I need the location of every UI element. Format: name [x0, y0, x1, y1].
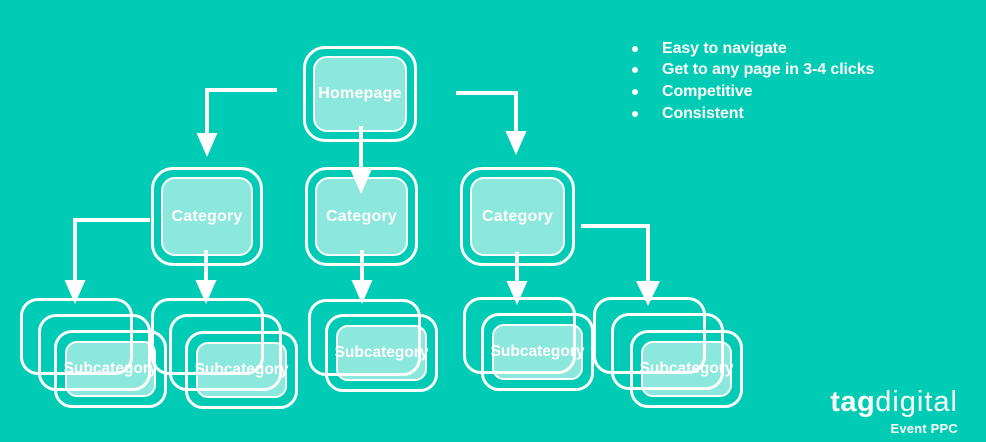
arrow-homepage-to-category-left: [205, 88, 277, 135]
node-category-middle: Category: [305, 167, 418, 266]
arrowhead-icon: [196, 133, 218, 157]
list-item: Consistent: [632, 103, 874, 125]
stack4-label: Subcategory: [491, 324, 584, 380]
brand-logo: tagdigital Event PPC: [830, 388, 958, 436]
list-item-text: Get to any page in 3-4 clicks: [662, 61, 875, 79]
bullet-dot-icon: [632, 110, 638, 117]
bullet-dot-icon: [632, 88, 638, 95]
arrowhead-icon: [505, 131, 527, 155]
stack4-card-front: Subcategory: [481, 313, 594, 391]
brand-logo-wordmark: tagdigital: [830, 388, 958, 417]
node-category-left-label: Category: [161, 177, 253, 256]
stack5-card-front: Subcategory: [630, 330, 743, 408]
node-homepage-label: Homepage: [313, 56, 407, 132]
logo-subtitle: Event PPC: [890, 421, 958, 436]
stack1-label: Subcategory: [64, 341, 157, 397]
node-homepage: Homepage: [303, 46, 417, 142]
list-item-text: Consistent: [662, 104, 744, 122]
list-item-text: Competitive: [662, 82, 753, 100]
node-category-right-label: Category: [470, 177, 565, 256]
logo-bold-part: tag: [830, 386, 876, 418]
arrow-category-left-to-stack1: [73, 218, 150, 281]
node-category-right: Category: [460, 167, 575, 266]
list-item-text: Easy to navigate: [662, 39, 787, 57]
node-category-left: Category: [151, 167, 263, 266]
logo-light-part: digital: [875, 386, 958, 418]
stack2-card-front: Subcategory: [185, 331, 298, 409]
bullet-dot-icon: [632, 67, 638, 74]
list-item: Get to any page in 3-4 clicks: [632, 60, 874, 82]
list-item: Competitive: [632, 81, 874, 103]
stack5-label: Subcategory: [640, 341, 733, 397]
stack1-card-front: Subcategory: [54, 330, 167, 408]
list-item: Easy to navigate: [632, 38, 874, 60]
stack2-label: Subcategory: [195, 342, 288, 398]
stack3-card-front: Subcategory: [325, 314, 438, 392]
arrow-homepage-to-category-right: [456, 91, 518, 132]
stack3-label: Subcategory: [335, 325, 428, 381]
arrow-category-right-to-stack5: [581, 224, 650, 282]
bullet-dot-icon: [632, 45, 638, 52]
benefits-list: Easy to navigate Get to any page in 3-4 …: [632, 38, 874, 124]
node-category-middle-label: Category: [315, 177, 408, 256]
